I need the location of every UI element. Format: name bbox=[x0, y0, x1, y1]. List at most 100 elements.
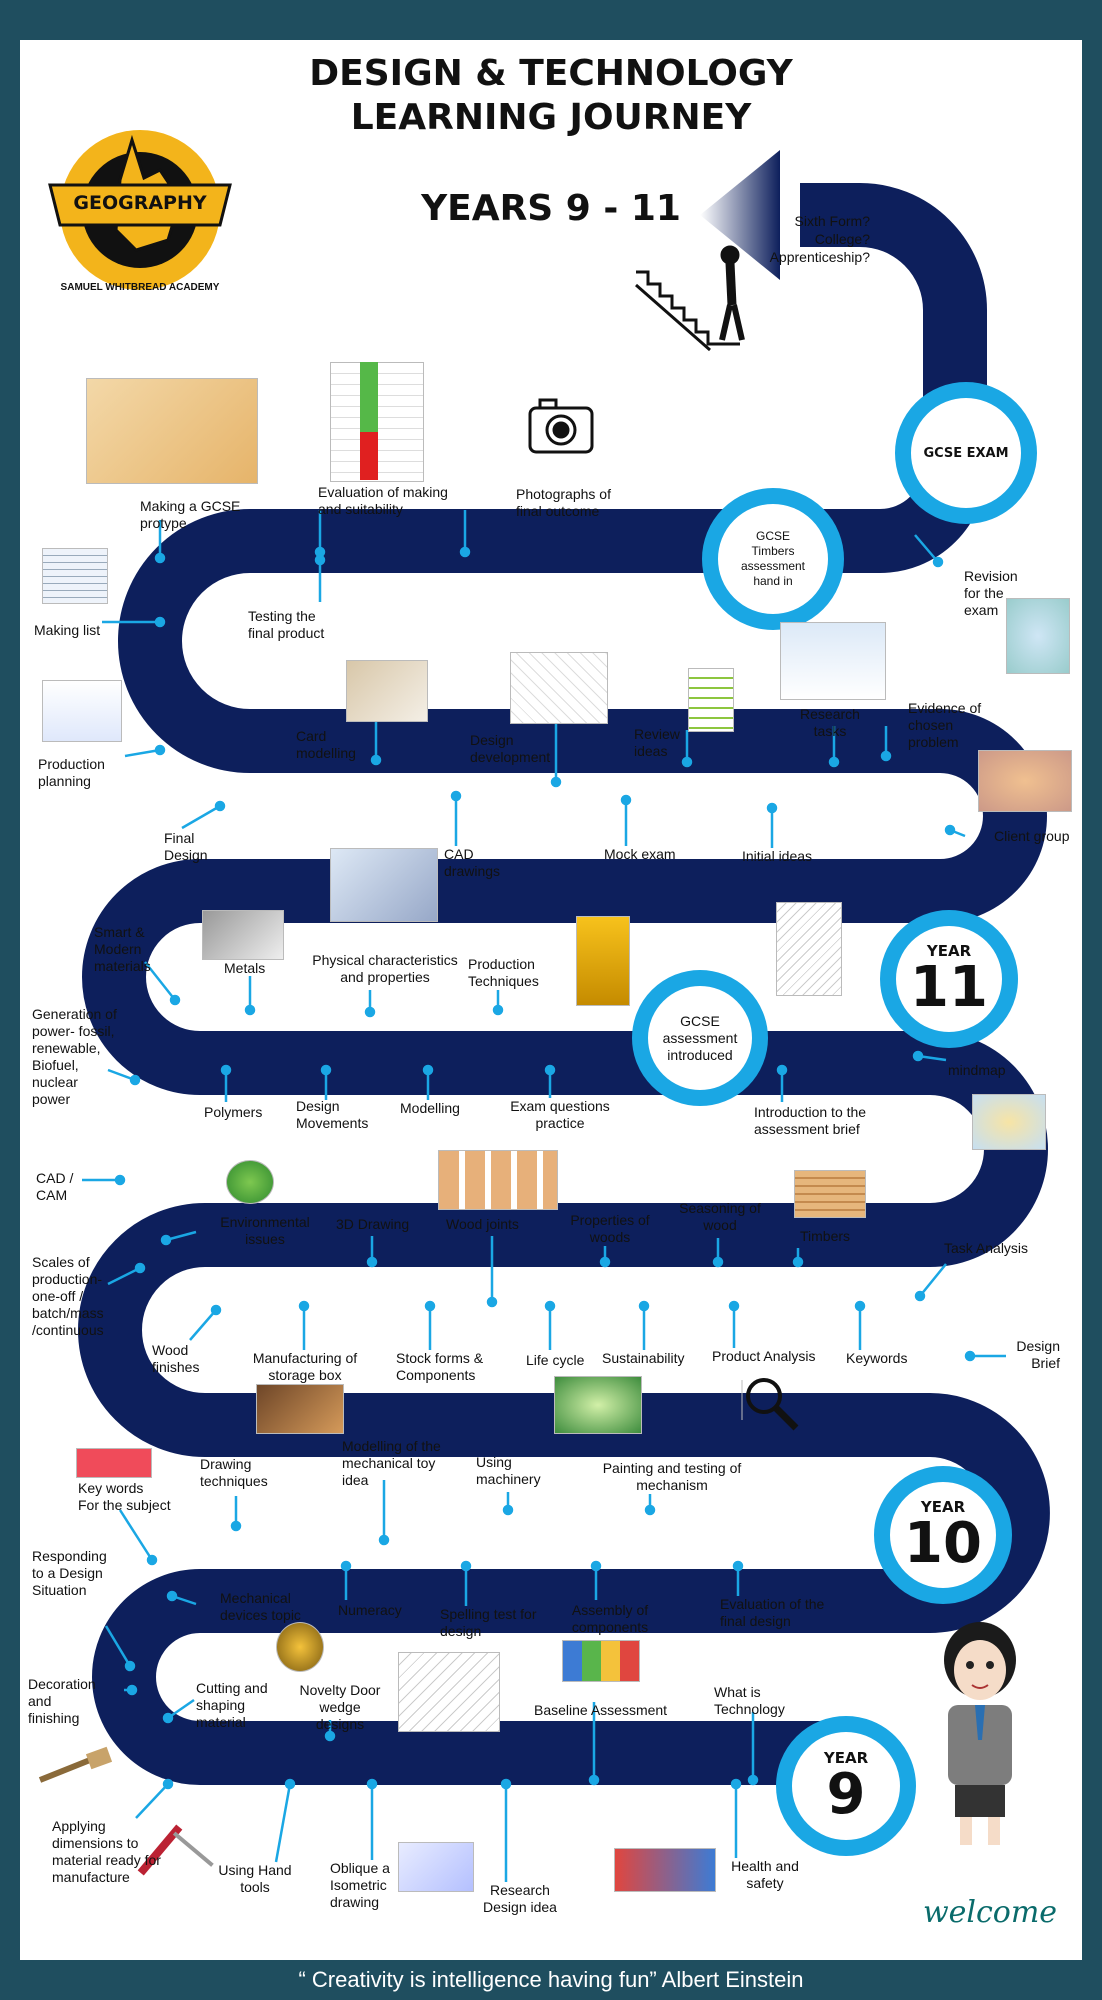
metals-image bbox=[202, 910, 284, 960]
evaluation-green-cells bbox=[360, 362, 378, 432]
connector-dot bbox=[154, 552, 166, 564]
label-exam-questions: Exam questions practice bbox=[510, 1098, 610, 1131]
connector-line bbox=[144, 961, 176, 1001]
label-storage-box: Manufacturing of storage box bbox=[252, 1350, 358, 1383]
connector-dot bbox=[162, 1712, 174, 1724]
connector-dot bbox=[880, 750, 892, 762]
connector-dot bbox=[422, 1064, 434, 1076]
connector-dot bbox=[154, 616, 166, 628]
label-photographs: Photographs of final outcome bbox=[516, 486, 611, 519]
connector-dot bbox=[126, 1684, 138, 1696]
connector-dot bbox=[728, 1300, 740, 1312]
connector-line bbox=[181, 804, 221, 830]
wood-joints-image bbox=[438, 1150, 558, 1210]
label-evaluation-final: Evaluation of the final design bbox=[720, 1596, 825, 1629]
revision-image bbox=[1006, 598, 1070, 674]
footer-quote: “ Creativity is intelligence having fun”… bbox=[298, 1967, 804, 1992]
label-novelty-door: Novelty Door wedge designs bbox=[299, 1682, 381, 1732]
year-11-word: YEAR bbox=[926, 942, 972, 960]
road-path bbox=[78, 183, 1050, 1785]
making-list-image bbox=[42, 548, 108, 604]
label-mechanical-devices: Mechanical devices topic bbox=[220, 1590, 301, 1623]
connector-dot bbox=[550, 776, 562, 788]
connector-dot bbox=[124, 1660, 136, 1672]
design-development-image bbox=[510, 652, 608, 724]
connector-line bbox=[135, 1783, 169, 1819]
connector-dot bbox=[166, 1590, 178, 1602]
production-plan-image bbox=[42, 680, 122, 742]
label-scales: Scales of production- one-off / batch/ma… bbox=[32, 1254, 104, 1338]
connector-dot bbox=[964, 1350, 976, 1362]
environment-globe-image bbox=[226, 1160, 274, 1204]
prototype-image bbox=[86, 378, 258, 484]
label-stock-forms: Stock forms & Components bbox=[396, 1350, 484, 1383]
label-mock-exam: Mock exam bbox=[604, 846, 676, 862]
arrow-head bbox=[700, 150, 780, 280]
label-physical: Physical characteristics and properties bbox=[312, 952, 458, 985]
connector-dot bbox=[314, 554, 326, 566]
label-life-cycle: Life cycle bbox=[526, 1352, 585, 1368]
connector-dot bbox=[792, 1256, 804, 1268]
label-research-tasks: Research tasks bbox=[800, 706, 860, 739]
connector-dot bbox=[324, 1730, 336, 1742]
connector-dot bbox=[486, 1296, 498, 1308]
label-timbers: Timbers bbox=[800, 1228, 851, 1244]
year-9-number: 9 bbox=[826, 1762, 866, 1827]
label-applying-dimensions: Applying dimensions to material ready fo… bbox=[52, 1818, 161, 1885]
robot-arm-image bbox=[576, 916, 630, 1006]
connector-dot bbox=[370, 754, 382, 766]
year-10-number: 10 bbox=[904, 1511, 982, 1576]
label-properties-woods: Properties of woods bbox=[570, 1212, 650, 1245]
connector-dot bbox=[828, 756, 840, 768]
connector-dot bbox=[220, 1064, 232, 1076]
connector-dot bbox=[644, 1504, 656, 1516]
keywords-image bbox=[76, 1448, 152, 1478]
mindmap-image bbox=[972, 1094, 1046, 1150]
connector-dot bbox=[638, 1300, 650, 1312]
year-10-word: YEAR bbox=[920, 1498, 966, 1516]
year-11-circle: YEAR 11 bbox=[880, 910, 1018, 1048]
connector-dot bbox=[160, 1234, 172, 1246]
label-smart-materials: Smart & Modern materials bbox=[94, 924, 151, 974]
door-wedge-image bbox=[398, 1652, 500, 1732]
connector-dot bbox=[450, 790, 462, 802]
storage-box-image bbox=[256, 1384, 344, 1434]
label-research-design: Research Design idea bbox=[483, 1882, 557, 1915]
label-card-modelling: Card modelling bbox=[296, 728, 356, 761]
connector-dot bbox=[912, 1050, 924, 1062]
label-baseline: Baseline Assessment bbox=[534, 1702, 668, 1718]
connector-dot bbox=[730, 1778, 742, 1790]
connector-line bbox=[189, 1309, 217, 1341]
connector-dot bbox=[492, 1004, 504, 1016]
year-10-circle: YEAR 10 bbox=[874, 1466, 1012, 1604]
connector-dot bbox=[854, 1300, 866, 1312]
connector-dot bbox=[459, 546, 471, 558]
connector-dot bbox=[544, 1064, 556, 1076]
label-design-brief: Design Brief bbox=[1016, 1338, 1060, 1371]
connector-dot bbox=[620, 794, 632, 806]
label-painting-testing: Painting and testing of mechanism bbox=[602, 1460, 742, 1493]
connector-line bbox=[919, 1263, 947, 1297]
connector-dot bbox=[298, 1300, 310, 1312]
client-group-image bbox=[978, 750, 1072, 812]
student-avatar bbox=[944, 1622, 1016, 1845]
connector-dot bbox=[162, 1778, 174, 1790]
poster: DESIGN & TECHNOLOGY LEARNING JOURNEY YEA… bbox=[20, 40, 1082, 1960]
label-what-is-technology: What is Technology bbox=[714, 1684, 785, 1717]
connector-dot bbox=[502, 1504, 514, 1516]
connector-dot bbox=[544, 1300, 556, 1312]
label-key-words: Key words For the subject bbox=[78, 1480, 171, 1513]
label-initial-ideas: Initial ideas bbox=[742, 848, 813, 864]
year-9-word: YEAR bbox=[823, 1749, 869, 1767]
connector-dot bbox=[114, 1174, 126, 1186]
label-design-movements: Design Movements bbox=[296, 1098, 369, 1131]
connector-line bbox=[104, 1625, 132, 1667]
connector-line bbox=[167, 1698, 195, 1720]
label-decoration: Decoration and finishing bbox=[28, 1676, 96, 1726]
label-responding: Responding to a Design Situation bbox=[32, 1548, 107, 1598]
learning-road bbox=[38, 150, 1050, 1882]
connector-dot bbox=[500, 1778, 512, 1790]
connector-dot bbox=[366, 1778, 378, 1790]
label-hand-tools: Using Hand tools bbox=[218, 1862, 292, 1895]
connector-dot bbox=[712, 1256, 724, 1268]
